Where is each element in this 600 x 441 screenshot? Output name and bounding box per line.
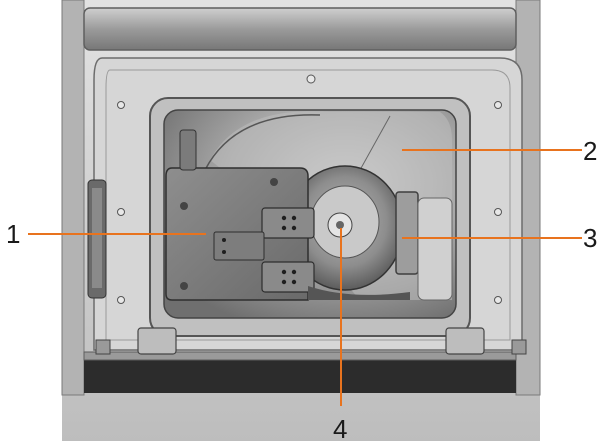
callout-2: 2 [583,136,597,166]
bottom-rail [95,327,527,355]
clamp-plate [261,261,315,293]
chamber-internals [165,111,453,301]
screw-icon [494,296,502,304]
callout-3: 3 [583,223,597,253]
leader-lines [28,149,582,406]
screw-icon [494,101,502,109]
screw-icon [306,74,316,84]
holder-block [395,191,419,275]
callout-1: 1 [6,219,20,249]
clamp-bracket [213,231,265,261]
screw-icon [117,101,125,109]
clamp-plate [261,207,315,239]
screw-icon [117,296,125,304]
screw-icon [117,208,125,216]
callout-4: 4 [333,414,347,441]
screw-icon [494,208,502,216]
